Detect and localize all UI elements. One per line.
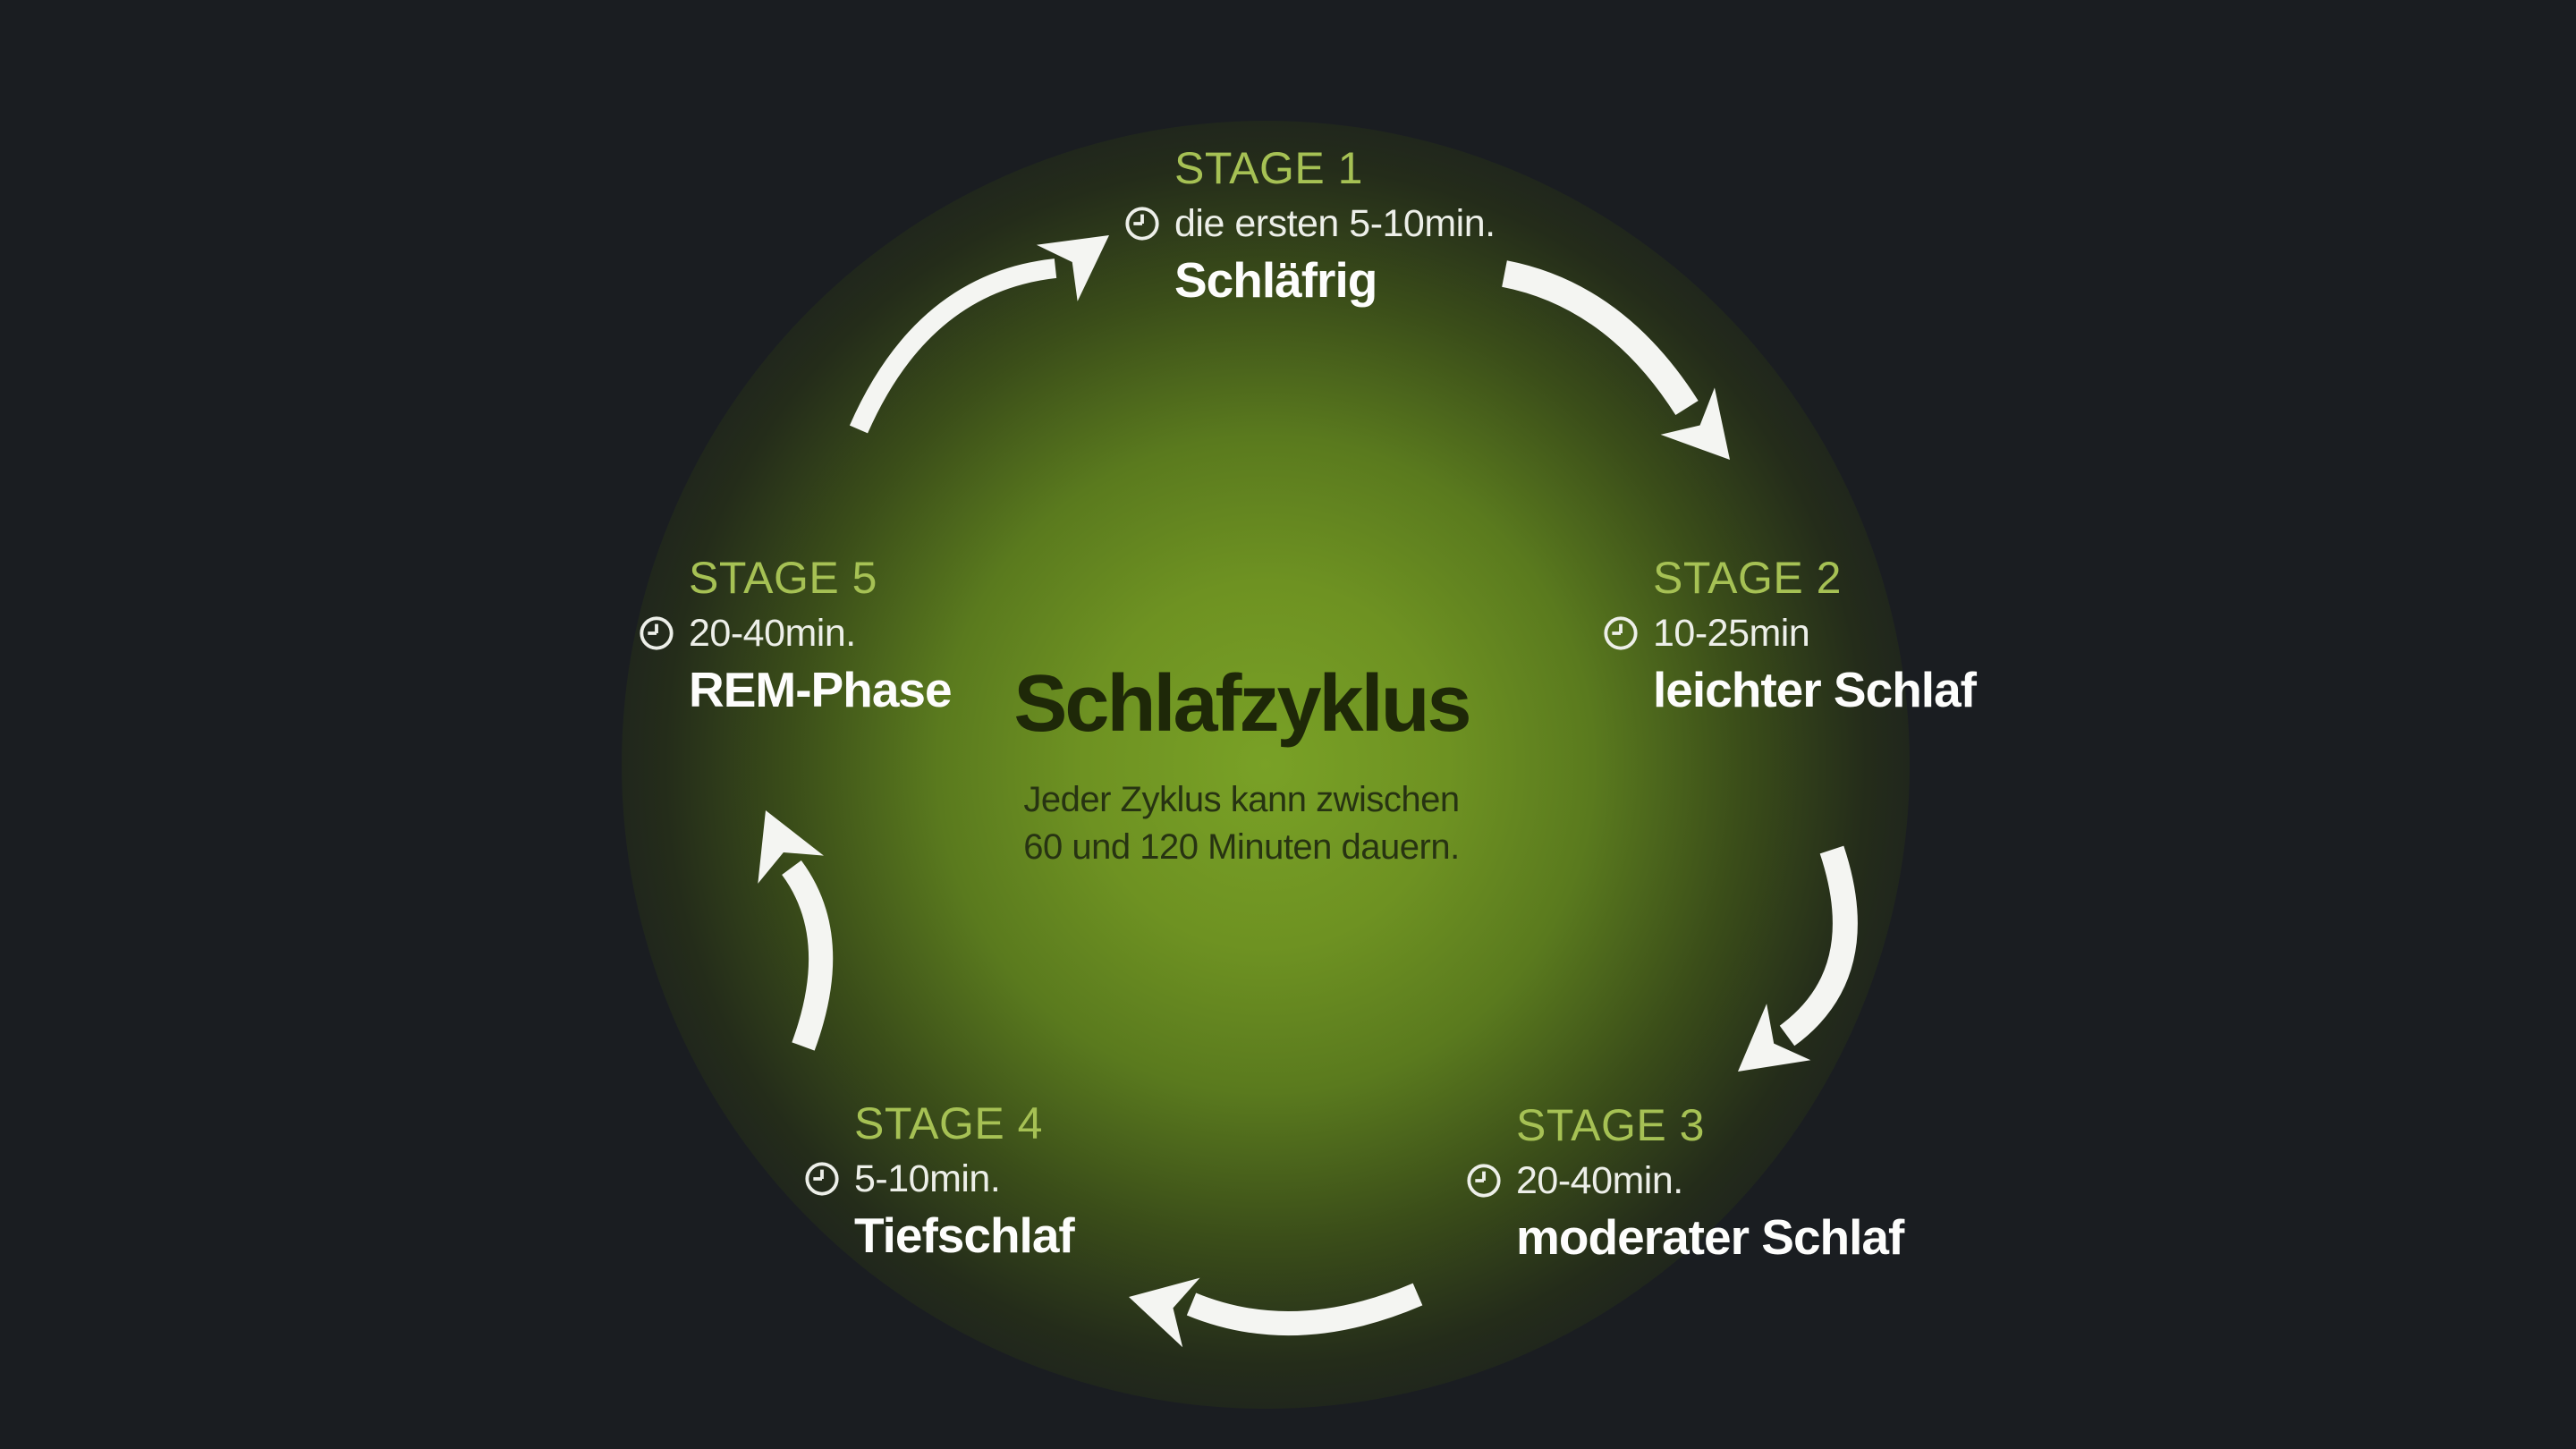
subtitle-line-1: Jeder Zyklus kann zwischen	[1023, 780, 1460, 819]
stage-4-label: STAGE 4	[854, 1098, 1043, 1148]
clock-icon	[804, 1161, 840, 1197]
center-text-block: Schlafzyklus Jeder Zyklus kann zwischen …	[1013, 659, 1471, 871]
stage-3-name: moderater Schlaf	[1516, 1209, 1904, 1265]
stage-5-block: STAGE 5 20-40min. REM-Phase	[640, 553, 953, 717]
stage-1-duration-row: die ersten 5-10min.	[1125, 200, 1496, 247]
stage-1-label: STAGE 1	[1174, 143, 1363, 193]
clock-icon	[1466, 1163, 1502, 1199]
clock-icon	[639, 615, 674, 651]
stage-4-duration: 5-10min.	[854, 1157, 1001, 1200]
page-subtitle: Jeder Zyklus kann zwischen 60 und 120 Mi…	[1013, 776, 1469, 871]
stage-1-name: Schläfrig	[1174, 252, 1377, 308]
stage-1-block: STAGE 1 die ersten 5-10min. Schläfrig	[1125, 143, 1496, 308]
stage-4-block: STAGE 4 5-10min. Tiefschlaf	[805, 1098, 1075, 1263]
stage-5-duration-row: 20-40min.	[640, 610, 952, 657]
stage-3-duration: 20-40min.	[1516, 1159, 1683, 1202]
stage-5-label: STAGE 5	[689, 553, 877, 603]
stage-2-block: STAGE 2 10-25min leichter Schlaf	[1604, 553, 1977, 717]
stage-1-duration: die ersten 5-10min.	[1174, 202, 1496, 245]
stage-5-duration: 20-40min.	[689, 612, 856, 655]
stage-2-name: leichter Schlaf	[1653, 662, 1977, 717]
stage-3-block: STAGE 3 20-40min. moderater Schlaf	[1467, 1100, 1904, 1265]
stage-3-duration-row: 20-40min.	[1467, 1157, 1903, 1204]
clock-icon	[1124, 206, 1160, 242]
subtitle-line-2: 60 und 120 Minuten dauern.	[1023, 826, 1460, 867]
stage-2-duration-row: 10-25min	[1604, 610, 1976, 657]
stage-4-name: Tiefschlaf	[854, 1208, 1075, 1263]
clock-icon	[1603, 615, 1639, 651]
stage-2-duration: 10-25min	[1653, 612, 1810, 655]
stage-2-label: STAGE 2	[1653, 553, 1842, 603]
page-title: Schlafzyklus	[1013, 659, 1471, 749]
stage-3-label: STAGE 3	[1516, 1100, 1705, 1150]
stage-5-name: REM-Phase	[689, 662, 953, 717]
stage-4-duration-row: 5-10min.	[805, 1156, 1074, 1202]
